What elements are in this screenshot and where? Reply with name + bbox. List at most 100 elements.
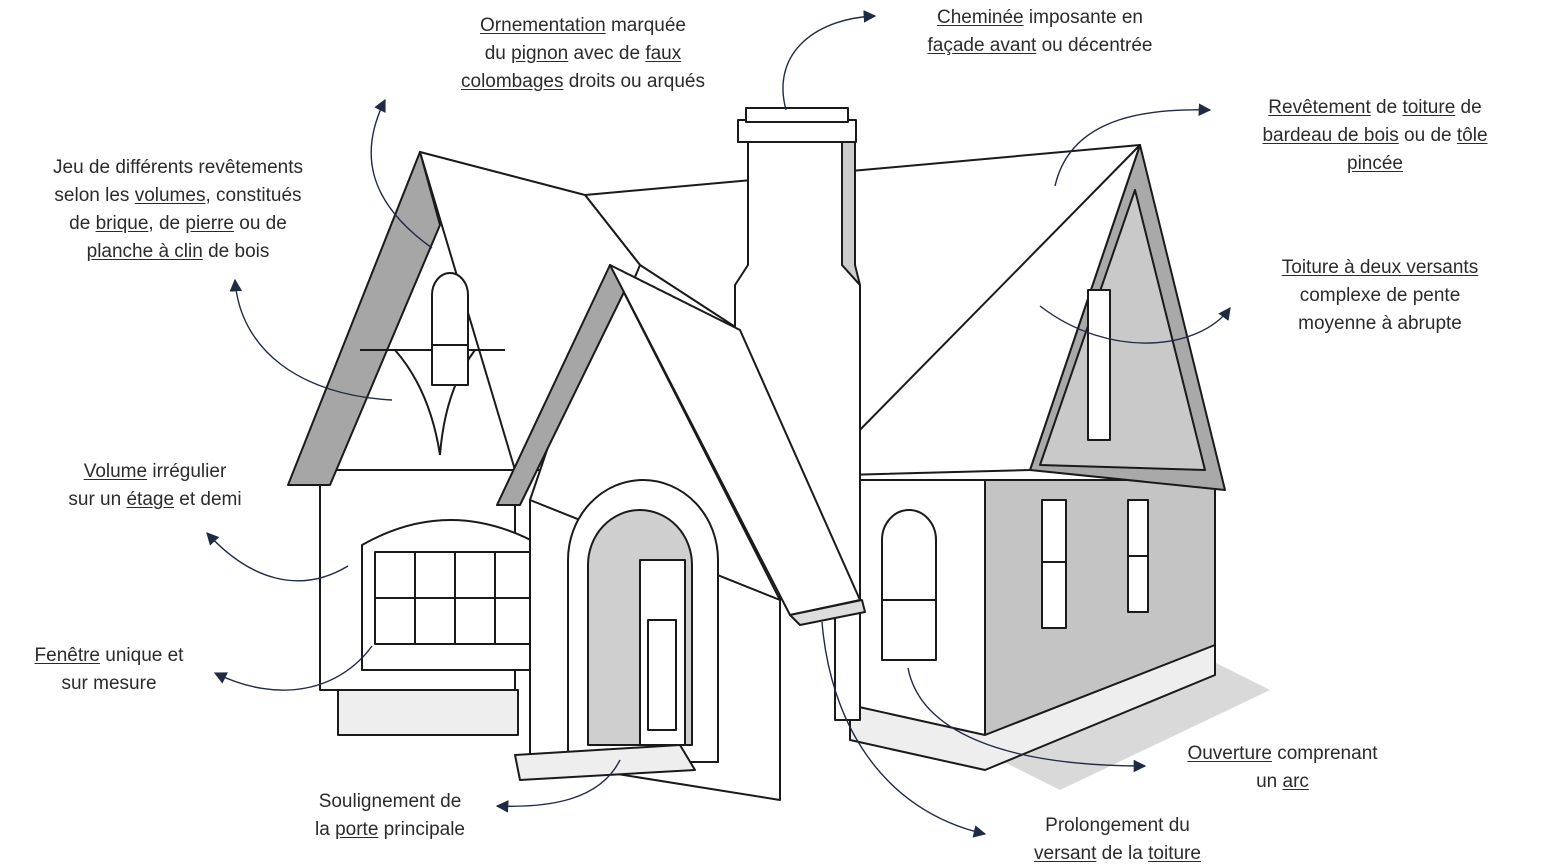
- text: du: [484, 43, 512, 64]
- label-line: complexe de pente: [1230, 282, 1530, 310]
- arrow-ouverture: [907, 667, 1147, 773]
- text: selon les: [54, 185, 135, 206]
- text: unique et: [100, 645, 184, 666]
- text: droits ou arqués: [563, 71, 705, 92]
- term: Toiture à deux versants: [1281, 257, 1479, 278]
- term: Fenêtre: [34, 645, 100, 666]
- text: , constitués: [205, 185, 302, 206]
- arrow-soulignement: [495, 759, 621, 813]
- label-line: sur un étage et demi: [30, 486, 280, 514]
- label-ouverture: Ouverture comprenant un arc: [1140, 740, 1425, 796]
- text: ou de: [233, 213, 287, 234]
- term: façade avant: [927, 35, 1037, 56]
- side-window-1: [1041, 499, 1067, 629]
- text: sur un: [68, 489, 127, 510]
- term: Cheminée: [937, 7, 1024, 28]
- center-roof-fascia: [789, 599, 866, 626]
- term: porte: [335, 819, 379, 840]
- term: toiture: [1402, 97, 1456, 118]
- text: ou décentrée: [1036, 35, 1153, 56]
- label-line: Fenêtre unique et: [4, 642, 214, 670]
- arrow-ornementation: [370, 98, 433, 249]
- arrow-volume: [206, 532, 349, 582]
- label-line: de brique, de pierre ou de: [8, 210, 348, 238]
- label-line: versant de la toiture: [990, 840, 1245, 868]
- text: de: [69, 213, 96, 234]
- arched-window-right: [881, 509, 937, 661]
- term: Ornementation: [480, 15, 606, 36]
- term: planche à clin: [86, 241, 203, 262]
- text: et demi: [174, 489, 242, 510]
- text: Prolongement du: [1045, 815, 1190, 836]
- text: Soulignement de: [318, 791, 462, 812]
- label-line: colombages droits ou arqués: [418, 68, 748, 96]
- arrow-prolongement: [821, 621, 987, 838]
- text: sur mesure: [61, 673, 157, 694]
- label-line: Revêtement de toiture de: [1215, 94, 1535, 122]
- term: bardeau de bois: [1262, 125, 1399, 146]
- label-line: moyenne à abrupte: [1230, 310, 1530, 338]
- label-line: selon les volumes, constitués: [8, 182, 348, 210]
- left-roof-edge: [287, 151, 441, 486]
- arrow-cheminee: [782, 10, 877, 111]
- chimney-cap: [737, 119, 857, 143]
- label-line: Jeu de différents revêtements: [8, 154, 348, 182]
- text: complexe de pente: [1299, 285, 1461, 306]
- term: toiture: [1148, 843, 1201, 864]
- term: pierre: [185, 213, 234, 234]
- text: avec de: [568, 43, 646, 64]
- text: de: [1370, 97, 1403, 118]
- term: Ouverture: [1187, 743, 1272, 764]
- term: Volume: [83, 461, 148, 482]
- ground-shadow: [1000, 660, 1270, 790]
- text: comprenant: [1271, 743, 1378, 764]
- label-line: du pignon avec de faux: [418, 40, 748, 68]
- arrow-revetements: [229, 278, 393, 401]
- text: Jeu de différents revêtements: [53, 157, 303, 178]
- text: irrégulier: [147, 461, 227, 482]
- label-line: Toiture à deux versants: [1230, 254, 1530, 282]
- label-prolongement: Prolongement du versant de la toiture: [990, 812, 1245, 868]
- text: , de: [148, 213, 186, 234]
- label-fenetre: Fenêtre unique et sur mesure: [4, 642, 214, 698]
- front-step: [514, 744, 696, 781]
- label-toiture: Toiture à deux versants complexe de pente…: [1230, 254, 1530, 338]
- label-line: pincée: [1215, 150, 1535, 178]
- text: de la: [1096, 843, 1149, 864]
- label-line: Prolongement du: [990, 812, 1245, 840]
- label-line: planche à clin de bois: [8, 238, 348, 266]
- label-line: façade avant ou décentrée: [880, 32, 1200, 60]
- annotation-arrows: [206, 10, 1231, 838]
- text: la: [315, 819, 336, 840]
- term: pincée: [1347, 153, 1403, 174]
- term: faux: [645, 43, 682, 64]
- text: marquée: [605, 15, 686, 36]
- chimney-side: [841, 141, 861, 286]
- arrow-fenetre: [213, 645, 373, 691]
- text: ou de: [1398, 125, 1457, 146]
- label-line: la porte principale: [280, 816, 500, 844]
- right-wing-foundation: [849, 644, 1216, 771]
- arrow-toiture: [1039, 305, 1231, 344]
- label-line: Volume irrégulier: [30, 458, 280, 486]
- term: pignon: [511, 43, 569, 64]
- text: un: [1256, 771, 1283, 792]
- gable-window: [1087, 289, 1111, 441]
- chimney-top: [745, 107, 849, 123]
- text: de: [1455, 97, 1482, 118]
- term: versant: [1034, 843, 1097, 864]
- label-line: Ornementation marquée: [418, 12, 748, 40]
- label-line: Soulignement de: [280, 788, 500, 816]
- label-line: bardeau de bois ou de tôle: [1215, 122, 1535, 150]
- term: arc: [1282, 771, 1309, 792]
- label-line: Ouverture comprenant: [1140, 740, 1425, 768]
- text: moyenne à abrupte: [1298, 313, 1462, 334]
- house-illustration: [287, 107, 1270, 801]
- label-line: Cheminée imposante en: [880, 4, 1200, 32]
- left-foundation: [337, 689, 519, 736]
- arrow-revetement-toiture: [1054, 103, 1212, 187]
